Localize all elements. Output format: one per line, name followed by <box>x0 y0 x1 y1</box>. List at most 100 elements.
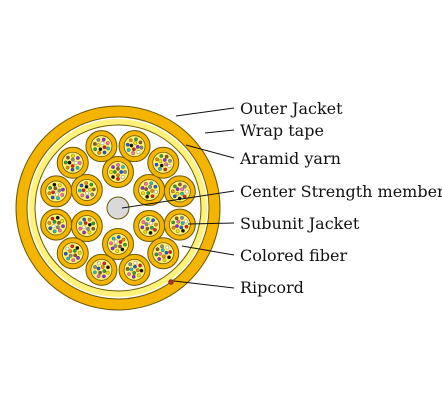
colored-fiber <box>66 155 70 160</box>
subunit <box>118 253 151 286</box>
subunit-core <box>138 179 161 201</box>
colored-fiber <box>83 221 88 225</box>
colored-fiber <box>176 219 181 224</box>
colored-fiber <box>84 181 89 185</box>
colored-fiber <box>167 255 171 260</box>
subunit-core <box>45 180 68 203</box>
colored-fiber <box>76 156 80 160</box>
colored-fiber <box>93 147 97 152</box>
colored-fiber <box>131 151 135 155</box>
colored-fiber <box>144 181 148 186</box>
colored-fiber <box>101 137 106 142</box>
colored-fiber <box>110 246 115 251</box>
colored-fiber <box>57 221 61 225</box>
colored-fiber <box>171 220 176 225</box>
colored-fiber <box>123 170 127 174</box>
colored-fiber <box>114 239 118 244</box>
leader-ripcord <box>173 280 235 289</box>
colored-fiber <box>71 258 76 263</box>
colored-fiber <box>70 244 75 249</box>
colored-fiber <box>48 226 53 231</box>
colored-fiber <box>116 173 120 178</box>
colored-fiber <box>154 252 159 257</box>
colored-fiber <box>91 221 96 226</box>
colored-fiber <box>121 175 125 179</box>
colored-fiber <box>96 274 101 279</box>
colored-fiber <box>154 190 158 194</box>
subunit <box>147 146 180 179</box>
colored-fiber <box>111 165 115 169</box>
colored-fiber <box>180 191 184 196</box>
colored-fiber <box>182 194 187 199</box>
colored-fiber <box>160 244 164 249</box>
label-center-strength-member: Center Strength member <box>240 182 442 201</box>
colored-fiber <box>47 221 52 225</box>
colored-fiber <box>144 222 149 227</box>
colored-fiber <box>164 250 169 255</box>
colored-fiber <box>150 189 155 193</box>
colored-fiber <box>149 221 153 226</box>
colored-fiber <box>146 191 151 195</box>
colored-fiber <box>119 170 124 174</box>
leader-wrap-tape <box>204 129 235 134</box>
colored-fiber <box>138 263 142 268</box>
leader-center-strength-member <box>121 190 235 209</box>
leader-aramid-yarn <box>185 144 235 159</box>
colored-fiber <box>96 143 101 147</box>
colored-fiber <box>48 186 52 190</box>
colored-fiber <box>106 146 110 151</box>
subunit <box>85 253 118 286</box>
colored-fiber <box>116 177 120 181</box>
colored-fiber <box>105 141 110 145</box>
colored-fiber <box>159 163 164 168</box>
colored-fiber <box>92 142 97 146</box>
colored-fiber <box>137 273 141 278</box>
colored-fiber <box>86 227 90 231</box>
colored-fiber <box>128 262 133 267</box>
colored-fiber <box>162 258 167 262</box>
colored-fiber <box>171 225 176 230</box>
colored-fiber <box>82 225 86 230</box>
colored-fiber <box>155 157 159 162</box>
colored-fiber <box>85 191 89 196</box>
cable-cross-section <box>15 105 221 311</box>
colored-fiber <box>165 245 170 250</box>
colored-fiber <box>180 221 185 225</box>
colored-fiber <box>65 165 70 170</box>
subunit <box>70 174 103 206</box>
colored-fiber <box>51 224 56 229</box>
colored-fiber <box>158 167 162 171</box>
colored-fiber <box>91 226 96 231</box>
colored-fiber <box>121 165 125 169</box>
label-ripcord: Ripcord <box>240 278 304 297</box>
colored-fiber <box>160 248 165 252</box>
colored-fiber <box>145 194 149 199</box>
colored-fiber <box>74 161 78 165</box>
colored-fiber <box>141 191 145 196</box>
colored-fiber <box>180 187 184 192</box>
colored-fiber <box>71 153 75 158</box>
colored-fiber <box>77 161 82 165</box>
colored-fiber <box>162 158 167 162</box>
colored-fiber <box>47 191 52 196</box>
subunit-core <box>90 258 113 281</box>
colored-fiber <box>109 241 113 246</box>
colored-fiber <box>132 147 136 152</box>
colored-fiber <box>174 216 179 221</box>
colored-fiber <box>109 170 113 174</box>
colored-fiber <box>106 265 110 270</box>
colored-fiber <box>118 244 122 249</box>
colored-fiber <box>153 184 158 189</box>
colored-fiber <box>55 192 59 197</box>
colored-fiber <box>102 261 107 266</box>
colored-fiber <box>65 246 70 251</box>
colored-fiber <box>167 164 172 168</box>
colored-fiber <box>127 272 131 276</box>
leader-lines <box>121 107 235 289</box>
colored-fiber <box>140 225 145 230</box>
colored-fiber <box>88 187 92 192</box>
colored-fiber <box>98 147 103 152</box>
label-aramid-yarn: Aramid yarn <box>239 149 341 168</box>
colored-fiber <box>121 237 126 242</box>
